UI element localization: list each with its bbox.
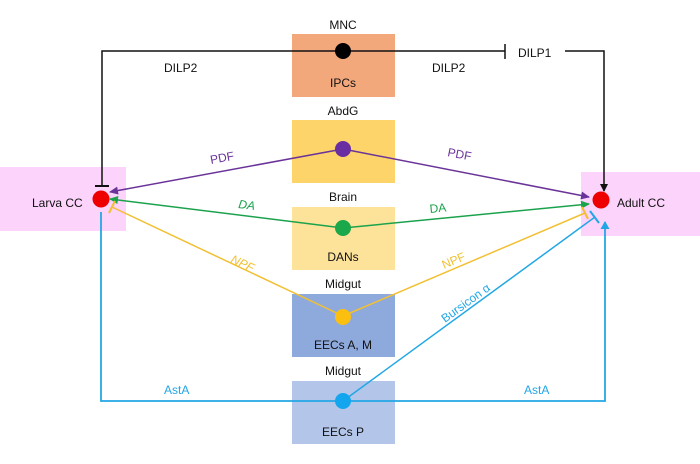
eecs-p-node xyxy=(335,393,351,409)
cell-label-ipcs: IPCs xyxy=(330,76,356,90)
larva-cc-label: Larva CC xyxy=(32,196,83,210)
abdg-node xyxy=(335,141,351,157)
npf-larva-label: NPF xyxy=(229,252,257,275)
region-label-abdg: AbdG xyxy=(328,104,359,118)
dilp2-larva-edge xyxy=(101,50,343,186)
npf-adult-inhibit-bar xyxy=(581,206,589,220)
larva-cc-node xyxy=(92,190,110,208)
midgut-eecs-p-box xyxy=(292,381,395,444)
dilp2-larva-label: DILP2 xyxy=(164,61,198,75)
bursicon-inhibit-bar xyxy=(589,210,600,224)
dilp1-label: DILP1 xyxy=(518,46,552,60)
asta-adult-edge xyxy=(343,221,610,402)
pdf-adult-label: PDF xyxy=(446,145,472,163)
region-label-brain: Brain xyxy=(329,190,357,204)
npf-larva-inhibit-bar xyxy=(108,200,116,214)
da-adult-edge xyxy=(342,200,590,229)
region-label-midgut-am: Midgut xyxy=(325,277,362,291)
asta-adult-label: AstA xyxy=(524,383,549,397)
dilp2-adult-label: DILP2 xyxy=(432,61,466,75)
da-larva-label: DA xyxy=(238,197,256,213)
bursicon-label: Bursicon α xyxy=(439,281,493,326)
dans-node xyxy=(335,220,351,236)
brain-dans-box xyxy=(292,207,395,270)
adult-cc-node xyxy=(592,191,610,209)
asta-larva-edge xyxy=(100,212,343,402)
asta-larva-label: AstA xyxy=(164,383,189,397)
adult-cc-label: Adult CC xyxy=(617,196,665,210)
midgut-eecs-am-box xyxy=(292,294,395,357)
npf-adult-edge xyxy=(342,212,586,317)
dilp1-edge xyxy=(565,50,608,192)
da-adult-label: DA xyxy=(429,200,447,216)
cell-label-dans: DANs xyxy=(327,250,358,264)
da-larva-edge xyxy=(109,196,344,229)
npf-larva-edge xyxy=(111,206,344,317)
cell-label-eecs-p: EECs P xyxy=(322,425,364,439)
bursicon-edge xyxy=(342,216,596,402)
pdf-adult-edge xyxy=(342,148,590,200)
pdf-larva-edge xyxy=(109,148,344,195)
region-label-mnc: MNC xyxy=(329,18,357,32)
ipcs-node xyxy=(335,43,351,59)
cell-label-eecs-am: EECs A, M xyxy=(314,338,372,352)
pdf-larva-label: PDF xyxy=(209,149,235,167)
eecs-am-node xyxy=(335,309,351,325)
region-label-midgut-p: Midgut xyxy=(325,364,362,378)
